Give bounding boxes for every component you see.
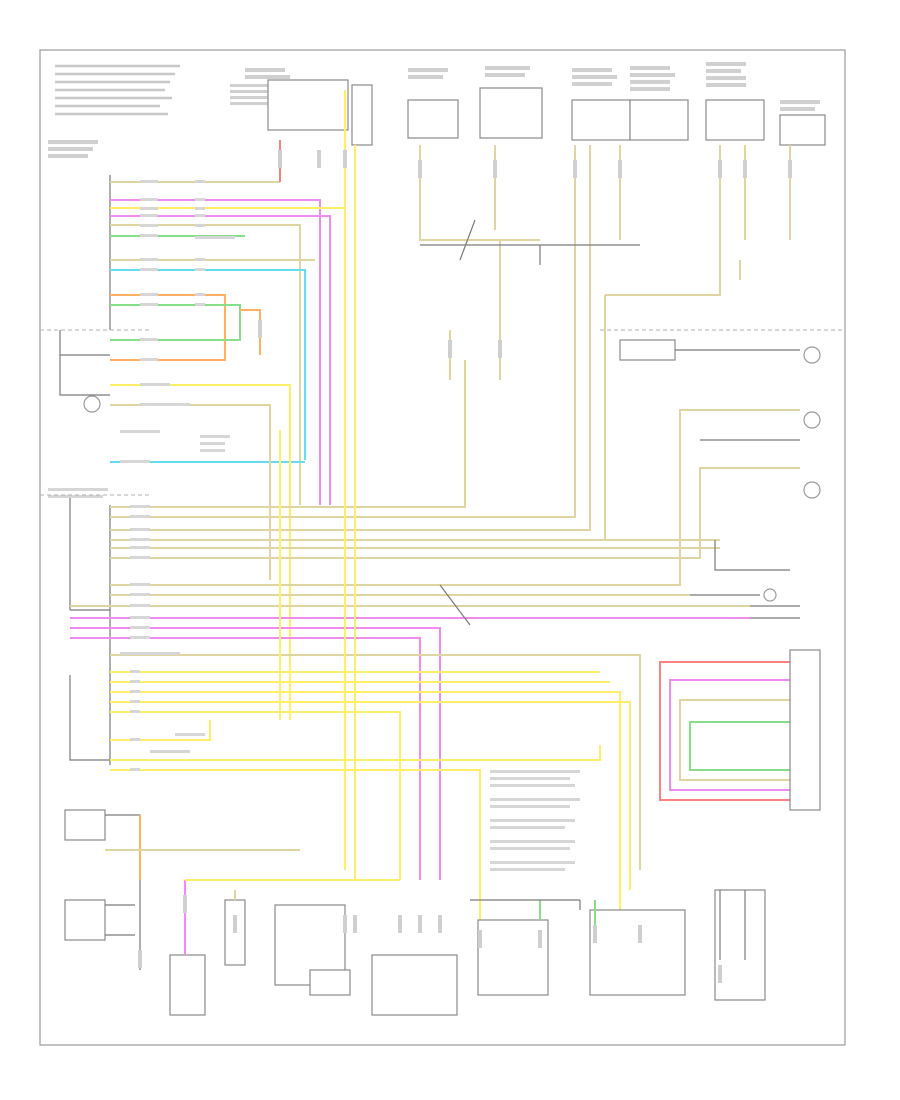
component-box-d xyxy=(479,87,543,139)
notes-top-block xyxy=(55,64,180,116)
module-bottom-2 xyxy=(169,954,206,1016)
module-bottom-left-1 xyxy=(64,809,106,841)
component-box-b xyxy=(351,84,373,146)
diagram-frame xyxy=(39,49,846,1046)
lamp-right-4 xyxy=(763,588,777,602)
bottom-modules xyxy=(64,809,686,1016)
component-box-f xyxy=(629,99,689,141)
module-bottom-4-inner xyxy=(309,969,351,996)
component-box-h xyxy=(779,114,826,146)
top-components xyxy=(267,79,826,146)
lamp-right-3 xyxy=(803,481,821,499)
lamp-right-2 xyxy=(803,411,821,429)
module-box-right xyxy=(714,889,766,1001)
left-harness xyxy=(59,90,800,920)
right-components xyxy=(40,329,845,1001)
component-box-a xyxy=(267,79,349,131)
module-bottom-left-2 xyxy=(64,899,106,941)
module-bottom-6 xyxy=(477,919,549,996)
component-box-g xyxy=(705,99,765,141)
switch-box-right-1 xyxy=(619,339,676,361)
lamp-right-1 xyxy=(803,346,821,364)
module-bottom-7 xyxy=(589,909,686,996)
component-box-e xyxy=(571,99,631,141)
connector-right-lower xyxy=(789,649,821,811)
component-box-c xyxy=(407,99,459,139)
notes-mid-block xyxy=(490,770,580,871)
module-bottom-5 xyxy=(371,954,458,1016)
